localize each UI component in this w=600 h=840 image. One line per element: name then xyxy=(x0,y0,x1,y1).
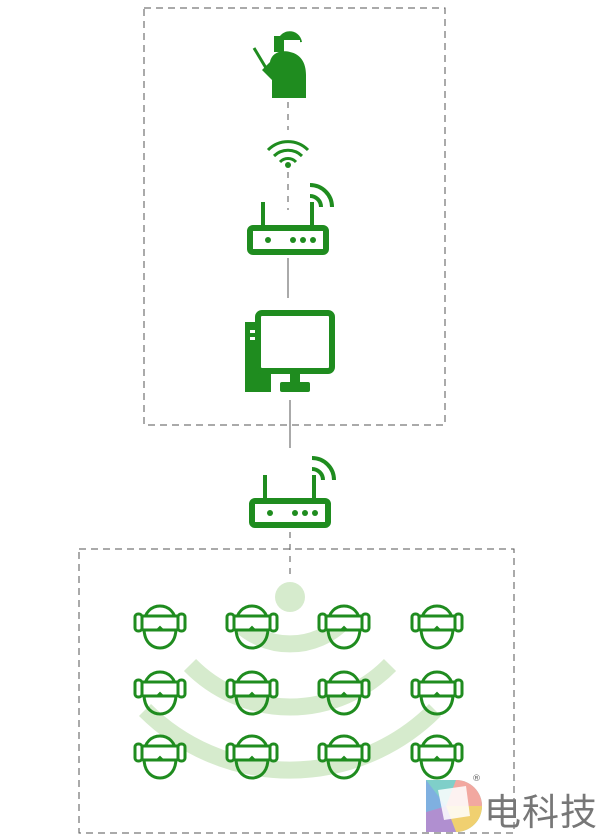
vr-student-headset-icon xyxy=(410,734,464,780)
vr-student-headset-icon xyxy=(410,604,464,650)
vr-student-headset-icon xyxy=(410,670,464,716)
instructor-zone-box xyxy=(143,7,446,426)
brand-logo-icon xyxy=(426,780,482,832)
router-icon xyxy=(250,185,332,252)
wifi-icon xyxy=(266,140,310,168)
vr-student-headset-icon xyxy=(133,670,187,716)
router-icon xyxy=(252,458,334,525)
watermark-text: 电科技 xyxy=(484,791,598,834)
registered-mark: ® xyxy=(472,774,481,784)
desktop-computer-icon xyxy=(245,310,335,392)
wireless-signal-waves xyxy=(138,582,442,779)
vr-student-headset-icon xyxy=(133,604,187,650)
vr-instructor-icon xyxy=(252,31,306,98)
student-zone-box xyxy=(78,548,515,834)
